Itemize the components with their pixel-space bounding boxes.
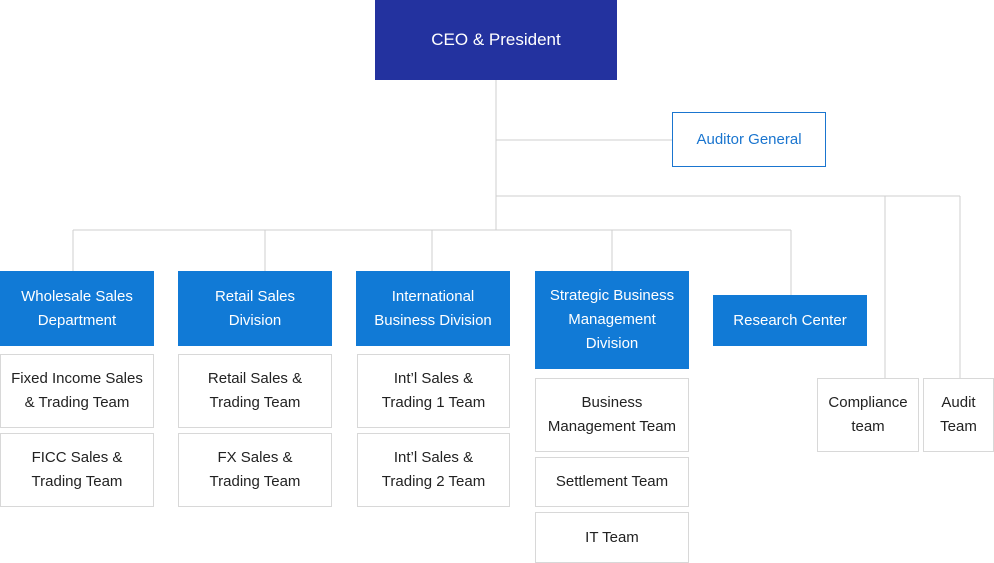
team-audit: Audit Team (923, 378, 994, 452)
department-strategic-business-management: Strategic Business Management Division (535, 271, 689, 369)
department-research-center: Research Center (713, 295, 867, 346)
team-it: IT Team (535, 512, 689, 563)
team-business-management: Business Management Team (535, 378, 689, 452)
team-fixed-income-sales-trading: Fixed Income Sales & Trading Team (0, 354, 154, 428)
ceo-president-box: CEO & President (375, 0, 617, 80)
team-settlement: Settlement Team (535, 457, 689, 507)
team-compliance: Compliance team (817, 378, 919, 452)
department-retail-sales: Retail Sales Division (178, 271, 332, 346)
department-wholesale-sales: Wholesale Sales Department (0, 271, 154, 346)
auditor-general-box: Auditor General (672, 112, 826, 167)
team-fx-sales-trading: FX Sales & Trading Team (178, 433, 332, 507)
team-ficc-sales-trading: FICC Sales & Trading Team (0, 433, 154, 507)
team-retail-sales-trading: Retail Sales & Trading Team (178, 354, 332, 428)
department-international-business: International Business Division (356, 271, 510, 346)
team-intl-sales-trading-1: Int’l Sales & Trading 1 Team (357, 354, 510, 428)
team-intl-sales-trading-2: Int’l Sales & Trading 2 Team (357, 433, 510, 507)
